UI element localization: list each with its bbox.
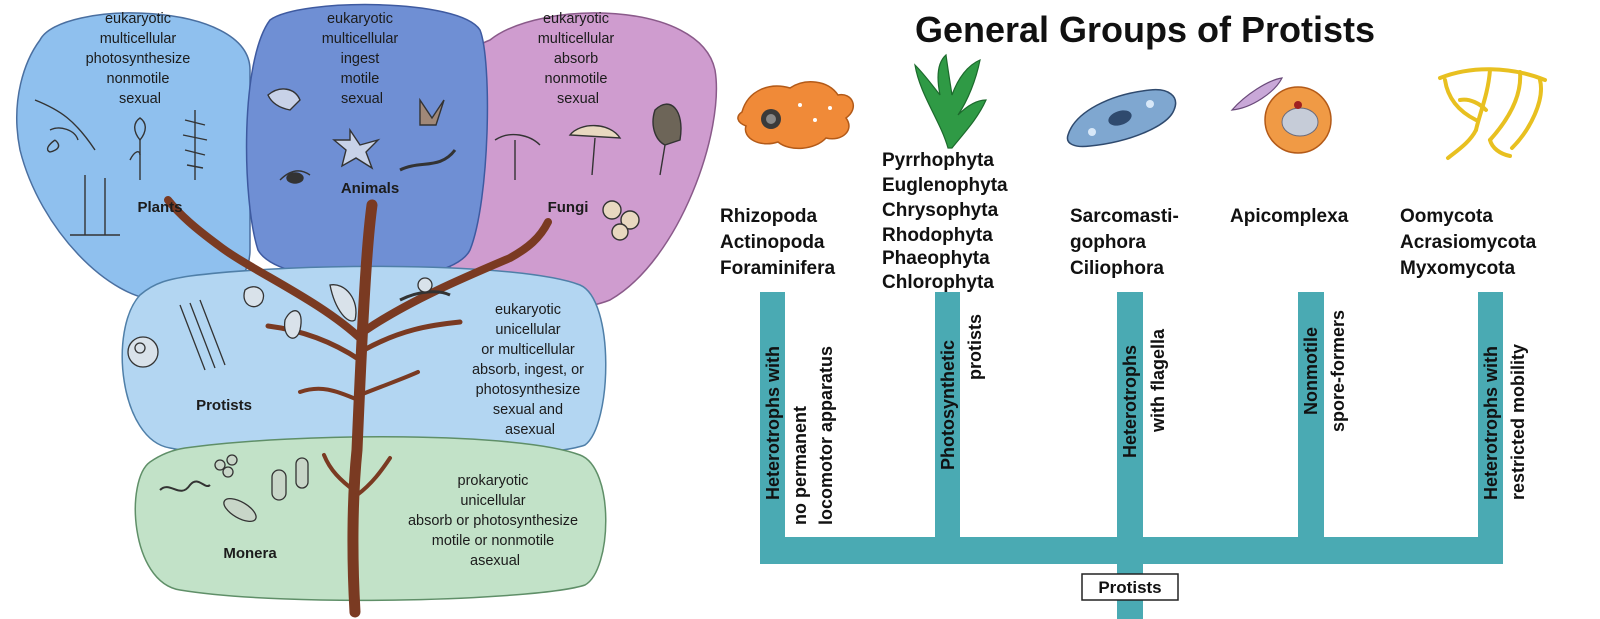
group-4-bar-label: Nonmotile bbox=[1301, 327, 1321, 415]
group-2-bar-label: Photosynthetic bbox=[938, 340, 958, 470]
green-alga-icon bbox=[914, 53, 987, 149]
group-bar-3 bbox=[1117, 292, 1143, 542]
group-5-phyla: Oomycota Acrasiomycota Myxomycota bbox=[1400, 206, 1542, 279]
protist-sketch-icon bbox=[127, 277, 451, 371]
group-2-side-label: protists bbox=[965, 314, 985, 380]
protist-groups-diagram: General Groups of Protists Protists Hete… bbox=[720, 9, 1547, 619]
fungi-traits: eukaryotic multicellular absorb nonmotil… bbox=[538, 11, 619, 107]
plants-label: Plants bbox=[137, 199, 182, 216]
animal-sketch-icon bbox=[267, 88, 457, 184]
animals-label: Animals bbox=[341, 180, 399, 197]
plants-traits: eukaryotic multicellular photosynthesize… bbox=[86, 11, 195, 107]
plasmodium-icon bbox=[1230, 77, 1332, 154]
group-3-phyla: Sarcomasti- gophora Ciliophora bbox=[1070, 206, 1184, 279]
plant-sketch-icon bbox=[34, 99, 208, 236]
group-1-bar-label: Heterotrophs with bbox=[763, 346, 783, 500]
group-1-side-label: no permanent locomotor apparatus bbox=[790, 346, 836, 525]
fungi-label: Fungi bbox=[548, 199, 589, 216]
group-1-phyla: Rhizopoda Actinopoda Foraminifera bbox=[720, 206, 836, 279]
group-4-side-label: spore-formers bbox=[1328, 310, 1348, 432]
group-5-bar-label: Heterotrophs with bbox=[1481, 346, 1501, 500]
group-2-phyla: Pyrrhophyta Euglenophyta Chrysophyta Rho… bbox=[882, 150, 1013, 293]
group-3-bar-label: Heterotrophs bbox=[1120, 345, 1140, 458]
protist-group-tree bbox=[760, 292, 1503, 619]
root-label-box bbox=[1081, 573, 1179, 601]
monera-sketch-icon bbox=[159, 454, 309, 523]
fungi-sketch-icon bbox=[494, 103, 682, 241]
slime-mold-icon bbox=[1438, 67, 1547, 160]
monera-region bbox=[134, 436, 607, 602]
monera-traits: prokaryotic unicellular absorb or photos… bbox=[408, 473, 582, 569]
animals-traits: eukaryotic multicellular ingest motile s… bbox=[322, 11, 403, 107]
paramecium-icon bbox=[1066, 88, 1177, 148]
five-kingdom-diagram: eukaryotic multicellular photosynthesize… bbox=[16, 3, 718, 618]
group-5-side-label: restricted mobility bbox=[1508, 344, 1528, 500]
group-4-phyla: Apicomplexa bbox=[1230, 206, 1349, 227]
evolution-tree-trunk bbox=[164, 196, 552, 618]
protists-label: Protists bbox=[196, 397, 252, 414]
diagram-title: General Groups of Protists bbox=[915, 9, 1375, 50]
group-3-side-label: with flagella bbox=[1148, 328, 1168, 433]
monera-label: Monera bbox=[223, 545, 277, 562]
group-bar-4 bbox=[1298, 292, 1324, 542]
animals-region bbox=[245, 3, 489, 281]
group-bar-5 bbox=[1478, 292, 1503, 542]
protists-traits: eukaryotic unicellular or multicellular … bbox=[472, 302, 588, 438]
amoeba-icon bbox=[737, 81, 855, 150]
group-bar-1 bbox=[760, 292, 785, 542]
group-bar-2 bbox=[935, 292, 960, 542]
root-label: Protists bbox=[1098, 578, 1161, 597]
